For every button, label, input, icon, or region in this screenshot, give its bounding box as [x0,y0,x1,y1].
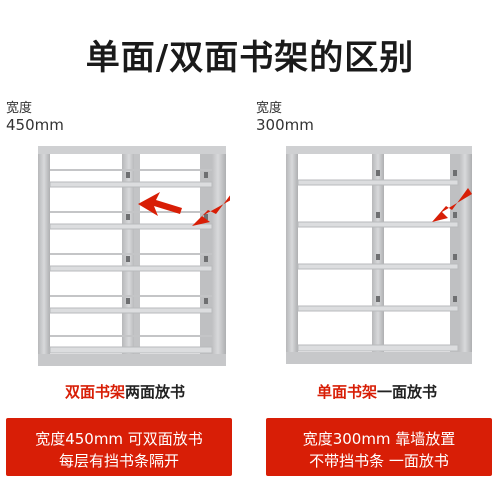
left-info-line1: 宽度450mm 可双面放书 [35,430,203,448]
left-caption-highlight: 双面书架 [64,383,125,401]
left-width-caption: 宽度 [6,101,33,116]
left-caption-rest: 两面放书 [125,383,186,401]
arrow-icon [138,192,230,226]
left-info-box: 宽度450mm 可双面放书 每层有挡书条隔开 [6,418,232,476]
single-sided-bookshelf-illustration [286,146,472,364]
right-caption: 单面书架一面放书 [272,381,482,402]
left-width-label: 宽度 450mm [6,100,64,134]
page-title: 单面/双面书架的区别 [85,38,415,78]
arrow-icon [432,188,472,222]
double-sided-bookshelf-illustration [38,146,230,366]
left-caption: 双面书架两面放书 [20,381,230,402]
right-width-label: 宽度 300mm [256,100,314,134]
left-width-value: 450mm [6,116,64,134]
right-info-line2: 不带挡书条 一面放书 [309,452,449,470]
left-info-line2: 每层有挡书条隔开 [58,452,179,470]
right-info-box: 宽度300mm 靠墙放置 不带挡书条 一面放书 [266,418,492,476]
right-caption-highlight: 单面书架 [316,383,377,401]
right-caption-rest: 一面放书 [377,383,438,401]
right-width-value: 300mm [256,116,314,134]
right-width-caption: 宽度 [256,101,283,116]
right-info-line1: 宽度300mm 靠墙放置 [302,430,456,448]
